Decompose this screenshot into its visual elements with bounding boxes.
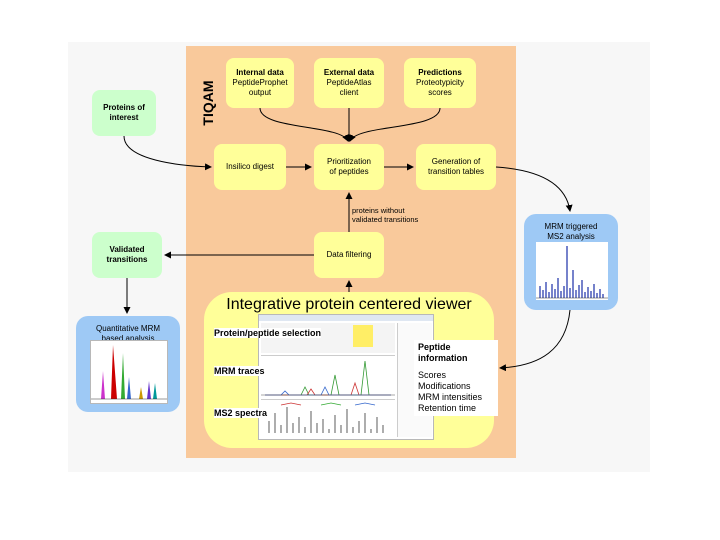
predictions-box: Predictions Proteotypicity scores — [404, 58, 476, 108]
arrow-generation-to-mrm — [495, 166, 573, 212]
internal-data-line1: PeptideProphet — [232, 78, 288, 87]
predictions-line1: Proteotypicity — [415, 78, 465, 87]
peptide-information: Peptide information Scores Modifications… — [414, 340, 498, 416]
predictions-line2: scores — [428, 88, 452, 97]
peptide-info-item: MRM intensities — [418, 392, 483, 402]
validated-line2: transitions — [106, 255, 148, 264]
arrow-internal-to-prioritization — [259, 107, 349, 142]
peptide-info-item: Scores — [418, 370, 447, 380]
generation-line1: Generation of — [431, 157, 481, 166]
insilico-digest-box: Insilico digest — [214, 144, 286, 190]
ms2-spectra-label: MS2 spectra — [214, 408, 268, 418]
data-filtering-label: Data filtering — [326, 250, 372, 259]
screenshot-ms2-pane — [261, 399, 395, 438]
screenshot-highlight — [353, 325, 373, 347]
generation-box: Generation of transition tables — [416, 144, 496, 190]
external-data-line1: PeptideAtlas — [326, 78, 372, 87]
peptide-info-item: Retention time — [418, 403, 477, 413]
proteins-of-interest-box: Proteins of interest — [92, 90, 156, 136]
mrm-triggered-line1: MRM triggered — [544, 222, 598, 231]
prioritization-line2: of peptides — [329, 167, 369, 176]
validated-transitions-box: Validated transitions — [92, 232, 162, 278]
internal-data-box: Internal data PeptideProphet output — [226, 58, 294, 108]
screenshot-mrm-pane — [261, 355, 395, 398]
external-data-box: External data PeptideAtlas client — [314, 58, 384, 108]
feedback-note: proteins without validated transitions — [352, 206, 418, 224]
internal-data-title: Internal data — [236, 68, 284, 77]
insilico-digest-label: Insilico digest — [225, 162, 275, 171]
peptide-info-title-line1: Peptide — [418, 342, 451, 352]
external-data-line2: client — [339, 88, 359, 97]
data-filtering-box: Data filtering — [314, 232, 384, 278]
generation-line2: transition tables — [427, 167, 485, 176]
internal-data-line2: output — [248, 88, 272, 97]
ms2-spectra-plot — [268, 402, 384, 433]
feedback-note-line1: proteins without — [352, 206, 405, 215]
quantitative-chromatogram-thumbnail — [90, 340, 168, 404]
quantitative-chromatogram-plot — [91, 345, 167, 400]
proteins-of-interest-line1: Proteins of — [103, 103, 145, 112]
ms2-spectrum-thumbnail — [536, 242, 608, 300]
peptide-info-title-line2: information — [418, 353, 468, 363]
screenshot-toolbar — [259, 315, 433, 321]
arrow-predictions-to-prioritization — [349, 107, 441, 142]
prioritization-line1: Prioritization — [326, 157, 371, 166]
quantitative-line2: based analysis — [101, 334, 155, 343]
external-data-title: External data — [323, 68, 375, 77]
validated-line1: Validated — [109, 245, 145, 254]
arrow-mrm-to-viewer — [499, 309, 571, 372]
ms2-spectrum-plot — [536, 246, 608, 299]
proteins-of-interest-line2: interest — [109, 113, 139, 122]
protein-selection-label: Protein/peptide selection — [214, 328, 322, 338]
viewer-screenshot — [258, 314, 434, 440]
predictions-title: Predictions — [418, 68, 462, 77]
mrm-traces-label: MRM traces — [214, 366, 265, 376]
peptide-info-item: Modifications — [418, 381, 471, 391]
quantitative-line1: Quantitative MRM — [95, 324, 161, 333]
prioritization-box: Prioritization of peptides — [314, 144, 384, 190]
viewer-title: Integrative protein centered viewer — [226, 296, 472, 313]
feedback-note-line2: validated transitions — [352, 215, 419, 224]
mrm-traces-plot — [261, 360, 395, 396]
arrow-proteins-to-digest — [123, 135, 212, 171]
mrm-triggered-line2: MS2 analysis — [547, 232, 595, 241]
